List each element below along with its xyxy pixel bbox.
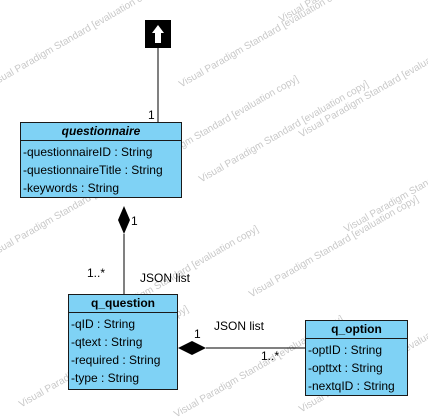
comp2-multiplicity-right: 1..*	[261, 349, 280, 363]
comp1-multiplicity-bottom: 1..*	[87, 266, 106, 280]
composition-diamond	[118, 206, 130, 234]
class-q-option[interactable]: q_option -optID : String -opttxt : Strin…	[305, 320, 408, 396]
attribute-list: -optID : String -opttxt : String -nextqI…	[306, 339, 407, 395]
attribute-list: -questionnaireID : String -questionnaire…	[21, 141, 181, 197]
attribute: -questionnaireID : String	[23, 145, 153, 159]
up-arrow-icon	[152, 25, 164, 43]
comp1-multiplicity-top: 1	[131, 214, 138, 228]
attribute-list: -qID : String -qtext : String -required …	[69, 313, 177, 387]
class-name: questionnaire	[21, 123, 181, 141]
attribute: -qID : String	[71, 317, 136, 331]
composition-diamond	[178, 341, 206, 355]
attribute: -optID : String	[308, 343, 383, 357]
class-questionnaire[interactable]: questionnaire -questionnaireID : String …	[20, 122, 182, 198]
attribute: -type : String	[71, 371, 140, 385]
attribute: -questionnaireTitle : String	[23, 163, 163, 177]
attribute: -keywords : String	[23, 181, 120, 195]
class-name: q_question	[69, 295, 177, 313]
attribute: -nextqID : String	[308, 379, 395, 393]
comp2-multiplicity-left: 1	[194, 327, 201, 341]
class-q-question[interactable]: q_question -qID : String -qtext : String…	[68, 294, 178, 390]
attribute: -opttxt : String	[308, 361, 383, 375]
attribute: -qtext : String	[71, 335, 143, 349]
comp2-association-name: JSON list	[214, 319, 265, 333]
attribute: -required : String	[71, 353, 161, 367]
class-name: q_option	[306, 321, 407, 339]
top-multiplicity: 1	[148, 108, 155, 122]
comp1-association-name: JSON list	[140, 271, 191, 285]
